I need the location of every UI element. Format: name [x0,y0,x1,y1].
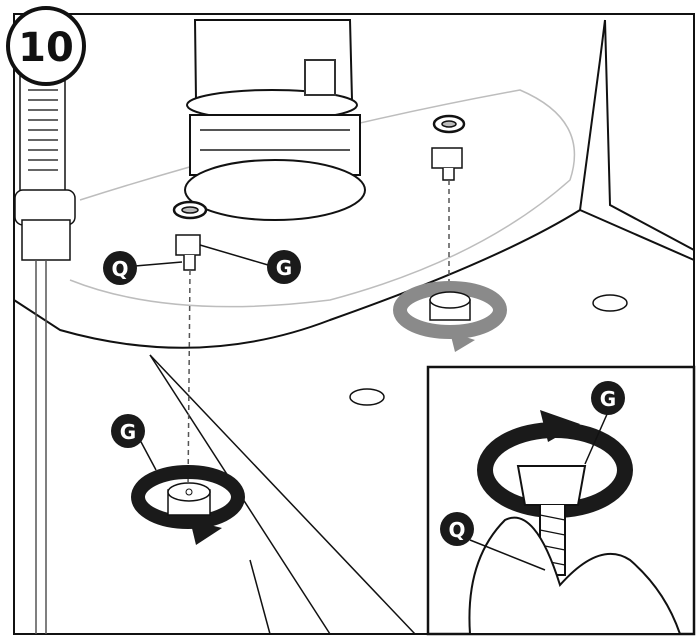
callout-leaders [134,244,609,571]
callout-q-inset-label: Q [448,518,465,542]
callout-g-inset: G [591,381,625,415]
inset-nut [516,465,587,506]
flush-valve [184,19,366,221]
step-number: 10 [18,25,74,71]
bowl-hole-right [592,294,628,312]
bolt-left-tank [172,200,208,271]
inset-hand [468,516,682,635]
callout-q-inset: Q [440,512,474,546]
bowl-hole-center [349,388,385,406]
tank-outline [13,19,695,635]
step-badge: 10 [6,6,86,86]
callout-g-left-label: G [276,256,292,280]
callout-g-left: G [267,250,301,284]
callout-q-left-label: Q [111,257,128,281]
callout-g-bottom-label: G [120,420,136,444]
callout-q-left: Q [103,251,137,285]
inset-detail [426,365,696,636]
bolt-right-tank [431,114,466,181]
alignment-line-left [187,269,191,491]
fill-valve [14,69,76,634]
rotation-arrow-black [131,465,245,545]
callout-g-inset-label: G [600,387,616,411]
rotation-arrow-grey [393,281,507,352]
callout-g-bottom: G [111,414,145,448]
